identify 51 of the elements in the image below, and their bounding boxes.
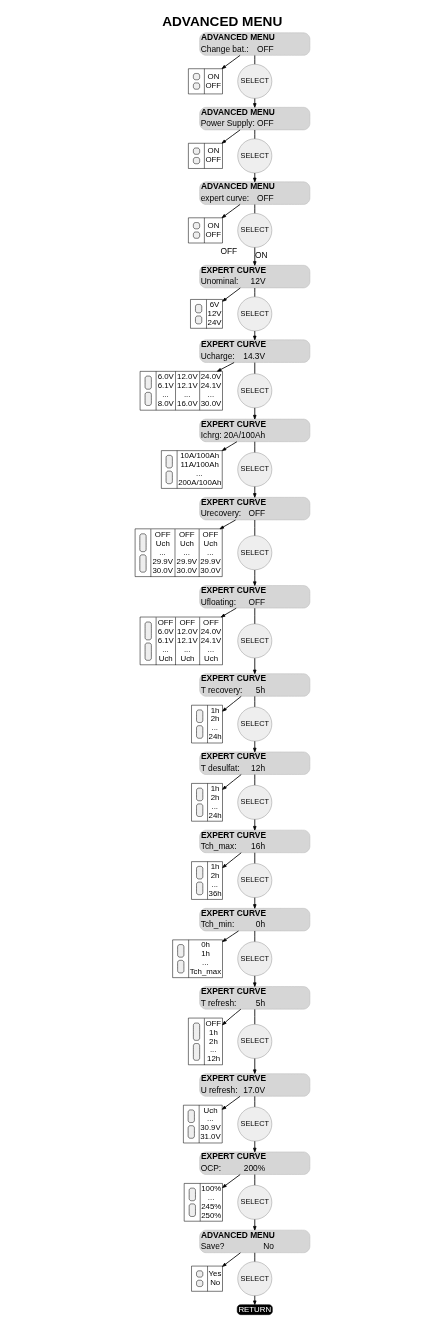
arrow	[252, 1140, 256, 1153]
node-label: OFF	[219, 246, 237, 257]
node-box: EXPERT CURVE Ucharge: 14.3V	[198, 339, 310, 363]
node-box: ADVANCED MENU Power Supply: OFF	[198, 107, 310, 131]
arrow	[252, 172, 256, 183]
arrow	[252, 330, 256, 341]
node-box: EXPERT CURVE Ufloating: OFF	[198, 585, 310, 609]
arrow	[216, 362, 235, 372]
arrow	[252, 247, 256, 266]
arrow	[221, 930, 239, 942]
node-box: ADVANCED MENU expert curve: OFF	[198, 181, 310, 205]
arrow	[252, 740, 256, 753]
arrow	[221, 852, 242, 868]
arrow	[221, 1095, 240, 1110]
arrow	[221, 129, 241, 144]
node-box: EXPERT CURVE Tch_max: 16h	[198, 829, 310, 853]
arrow	[221, 774, 242, 790]
arrow	[252, 819, 256, 831]
arrow	[252, 657, 256, 675]
node-box: EXPERT CURVE OCP: 200%	[198, 1151, 310, 1175]
edge-label: ON	[254, 250, 268, 261]
arrow	[252, 486, 256, 498]
arrow	[252, 569, 256, 586]
arrow	[221, 287, 241, 302]
arrow	[252, 897, 256, 909]
arrow	[221, 1252, 241, 1267]
node-box: EXPERT CURVE U refresh: 17.0V	[198, 1073, 310, 1097]
arrow	[252, 98, 256, 108]
node-box: ADVANCED MENU Save? No	[198, 1229, 310, 1253]
arrow	[220, 607, 237, 618]
arrow	[219, 519, 236, 530]
arrow	[252, 1295, 256, 1305]
node-box: EXPERT CURVE Tch_min: 0h	[198, 908, 310, 932]
arrow	[221, 54, 241, 70]
arrow	[221, 1174, 241, 1188]
arrow	[252, 407, 256, 420]
node-box: EXPERT CURVE Ichrg: 20A/100Ah	[198, 418, 310, 442]
diagram-title: ADVANCED MENU	[161, 13, 282, 29]
node-box: EXPERT CURVE T desulfat: 12h	[198, 751, 310, 775]
node-box: EXPERT CURVE Urecovery: OFF	[198, 497, 310, 521]
arrow	[221, 695, 242, 712]
node-box: EXPERT CURVE T refresh: 5h	[198, 986, 310, 1010]
arrow	[252, 1219, 256, 1231]
arrow	[221, 1008, 241, 1026]
arrow	[221, 204, 241, 219]
arrow	[221, 441, 237, 452]
node-box: ADVANCED MENU Change bat.: OFF	[198, 32, 310, 56]
arrow	[252, 1058, 256, 1074]
node-box: EXPERT CURVE Unominal: 12V	[198, 265, 310, 289]
node-box: EXPERT CURVE T recovery: 5h	[198, 673, 310, 697]
arrow	[252, 975, 256, 987]
